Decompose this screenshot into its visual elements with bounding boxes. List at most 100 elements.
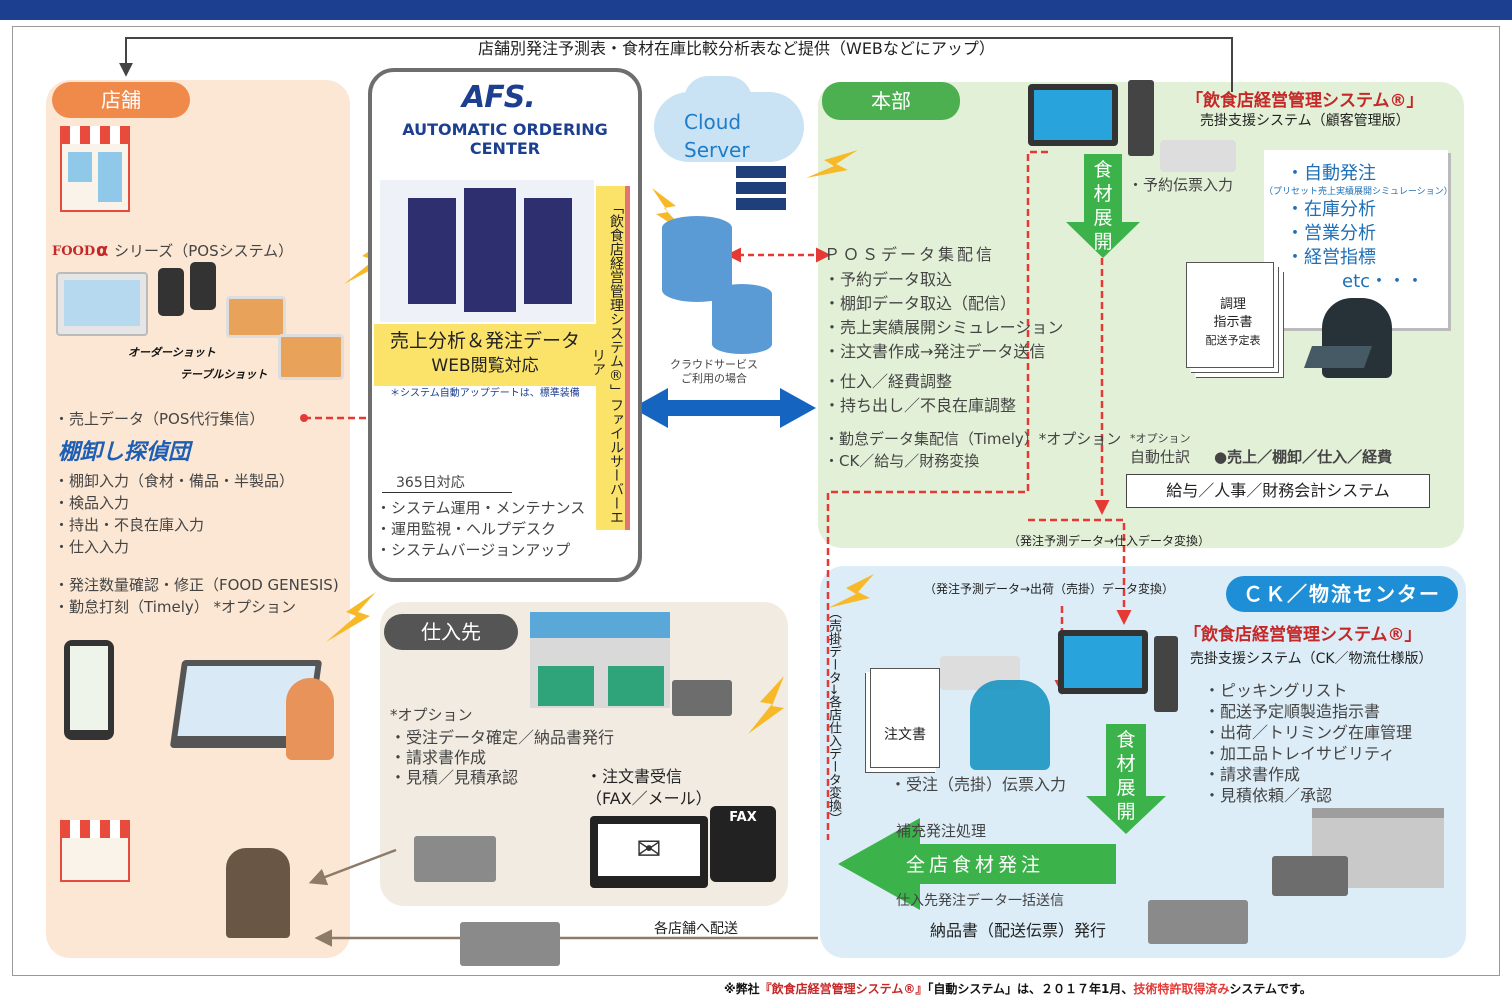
hq-item-list-3: ・勤怠データ集配信（Timely）*オプション ・CK／給与／財務変換 <box>824 428 1121 472</box>
afs-hq-double-arrow <box>632 388 816 428</box>
cloud-caption-line: クラウドサービス <box>670 358 758 371</box>
lightning-icon <box>828 574 874 608</box>
lightning-icon <box>806 150 858 178</box>
hq-doc-line: 指示書 <box>1213 315 1253 330</box>
alpha-icon: α <box>96 240 109 261</box>
ck-system-name: 「飲食店経営管理システム®」 <box>1184 625 1422 645</box>
support-head: 365日対応 <box>396 475 465 491</box>
afs-title-line: CENTER <box>469 139 541 158</box>
ck-food-arrow <box>1086 724 1166 834</box>
footer-mid: 「自動システム」は、２０１７年1月、 <box>927 982 1134 996</box>
hq-menu-item: ・経営指標 <box>1286 247 1376 268</box>
shop-item-list: ・棚卸入力（食材・備品・半製品） ・検品入力 ・持出・不良在庫入力 ・仕入入力 <box>54 470 294 558</box>
afs-title: AUTOMATIC ORDERING CENTER <box>372 120 638 158</box>
nohinsho-label: 納品書（配送伝票）発行 <box>930 921 1107 940</box>
shiire-send-label: 仕入先発注データ一括送信 <box>896 893 1064 909</box>
title-bar <box>0 0 1512 20</box>
hq-item: ・持ち出し／不良在庫調整 <box>824 396 1017 415</box>
lightning-icon <box>326 592 376 642</box>
web-view-line: WEB閲覧対応 <box>431 356 539 376</box>
order-receive-label: ・注文書受信 （FAX／メール） <box>586 766 712 810</box>
cloud-caption-line: ご利用の場合 <box>681 372 747 385</box>
hq-system-sub: 売掛支援システム（顧客管理版） <box>1200 113 1410 129</box>
footer-patent: 技術特許取得済み <box>1133 982 1230 996</box>
shop-item: ・検品入力 <box>54 494 130 512</box>
file-server-area-label: 「飲食店経営管理システム®」ファイルサーバーエリア <box>590 186 630 530</box>
smartphone-image <box>190 262 216 310</box>
handheld-device-image <box>64 640 114 740</box>
tablet-image <box>226 296 286 338</box>
document-stack-icon <box>1186 262 1274 368</box>
supplier-item: ・見積／見積承認 <box>390 768 519 787</box>
hq-item: ・売上実績展開シミュレーション <box>824 318 1064 337</box>
ck-item: ・ピッキングリスト <box>1204 681 1348 700</box>
monitor-icon <box>1028 84 1118 146</box>
truck-icon <box>460 922 560 966</box>
hq-doc-line: 配送予定表 <box>1205 334 1261 347</box>
laptop-icon <box>1303 346 1373 368</box>
delivery-label: 各店舗へ配送 <box>654 921 738 937</box>
hq-menu-item: ・在庫分析 <box>1286 199 1376 220</box>
sales-data-label: ・売上データ（POS代行集信） <box>54 410 265 428</box>
hq-label: 本部 <box>822 82 960 120</box>
cloud-label: Cloud Server <box>684 108 750 164</box>
auto-shiwake-label: 自動仕訳 <box>1130 448 1191 466</box>
cloud-caption: クラウドサービス ご利用の場合 <box>670 358 758 386</box>
table-shot-label: テーブルショット <box>180 368 268 381</box>
fax-icon: FAX <box>710 806 776 882</box>
supplier-delivery-line <box>308 848 397 886</box>
store-icon <box>60 126 130 214</box>
hq-item: ・CK／給与／財務変換 <box>824 452 980 470</box>
ck-item: ・出荷／トリミング在庫管理 <box>1204 723 1413 742</box>
database-icon <box>712 284 772 354</box>
support-item: ・運用監視・ヘルプデスク <box>376 520 557 538</box>
truck-icon <box>672 680 732 716</box>
afs-logo: AFS. <box>462 80 536 115</box>
hq-menu-item: ・営業分析 <box>1286 223 1376 244</box>
shop-label: 店舗 <box>52 82 190 118</box>
hoju-label: 補充発注処理 <box>896 822 987 840</box>
hq-menu-item: etc・・・ <box>1342 271 1425 292</box>
afs-title-line: AUTOMATIC ORDERING <box>402 120 608 139</box>
hq-item: ・仕入／経費調整 <box>824 372 953 391</box>
ck-item: ・請求書作成 <box>1204 765 1301 784</box>
footer-prefix: ※弊社 <box>724 982 760 996</box>
tablet-image <box>278 334 344 380</box>
lightning-icon <box>748 676 784 734</box>
hq-item: ・棚卸データ取込（配信） <box>824 294 1017 313</box>
order-shot-label: オーダーショット <box>128 346 216 359</box>
hq-menu-list: ・自動発注 （プリセット売上実績展開シミュレーション） ・在庫分析 ・営業分析 … <box>1264 162 1453 294</box>
cloud-label-line: Cloud <box>684 110 742 134</box>
ck-item: ・加工品トレイサビリティ <box>1204 744 1396 763</box>
pos-series-label: シリーズ（POSシステム） <box>114 242 294 260</box>
chumonsho-label: 注文書 <box>884 727 926 743</box>
delivery-worker-icon <box>226 848 290 938</box>
ck-food-arrow-label: 食材展開 <box>1116 729 1136 823</box>
pos-data-head: ＰＯＳデータ集配信 <box>824 245 996 264</box>
reservation-input-label: ・予約伝票入力 <box>1128 176 1234 194</box>
cloud-icon-puff <box>684 76 752 124</box>
hq-menu-item: ・自動発注 <box>1286 163 1376 184</box>
all-store-order-arrow <box>838 818 1116 910</box>
person-silhouette-icon <box>286 678 334 760</box>
ck-item: ・配送予定順製造指示書 <box>1204 702 1381 721</box>
footer-system: 『飲食店経営管理システム®』 <box>759 982 928 996</box>
divider <box>382 492 512 493</box>
hq-food-arrow-label: 食材展開 <box>1093 159 1113 253</box>
lightning-icon <box>652 188 690 236</box>
payroll-system-box: 給与／人事／財務会計システム <box>1126 474 1430 508</box>
email-monitor-icon: ✉ <box>590 816 708 888</box>
cloud-label-line: Server <box>684 138 750 162</box>
factory-icon <box>530 612 670 708</box>
zenten-label: 全店食材発注 <box>906 854 1045 876</box>
support-list: ・システム運用・メンテナンス ・運用監視・ヘルプデスク ・システムバージョンアッ… <box>376 498 585 561</box>
conversion-label-2: （発注予測データ→出荷（売掛）データ変換） <box>924 582 1175 596</box>
office-worker-icon <box>970 680 1050 770</box>
hq-doc-label: 調理 指示書 配送予定表 <box>1196 296 1270 350</box>
ck-label: ＣＫ／物流センター <box>1226 576 1458 612</box>
supplier-label: 仕入先 <box>384 614 518 650</box>
shop-item: ・棚卸入力（食材・備品・半製品） <box>54 472 295 490</box>
top-line-label: 店舗別発注予測表・食材在庫比較分析表など提供（WEBなどにアップ） <box>478 39 995 58</box>
shop-item-list-2: ・発注数量確認・修正（FOOD GENESIS) ・勤怠打刻（Timely） *… <box>54 574 339 618</box>
